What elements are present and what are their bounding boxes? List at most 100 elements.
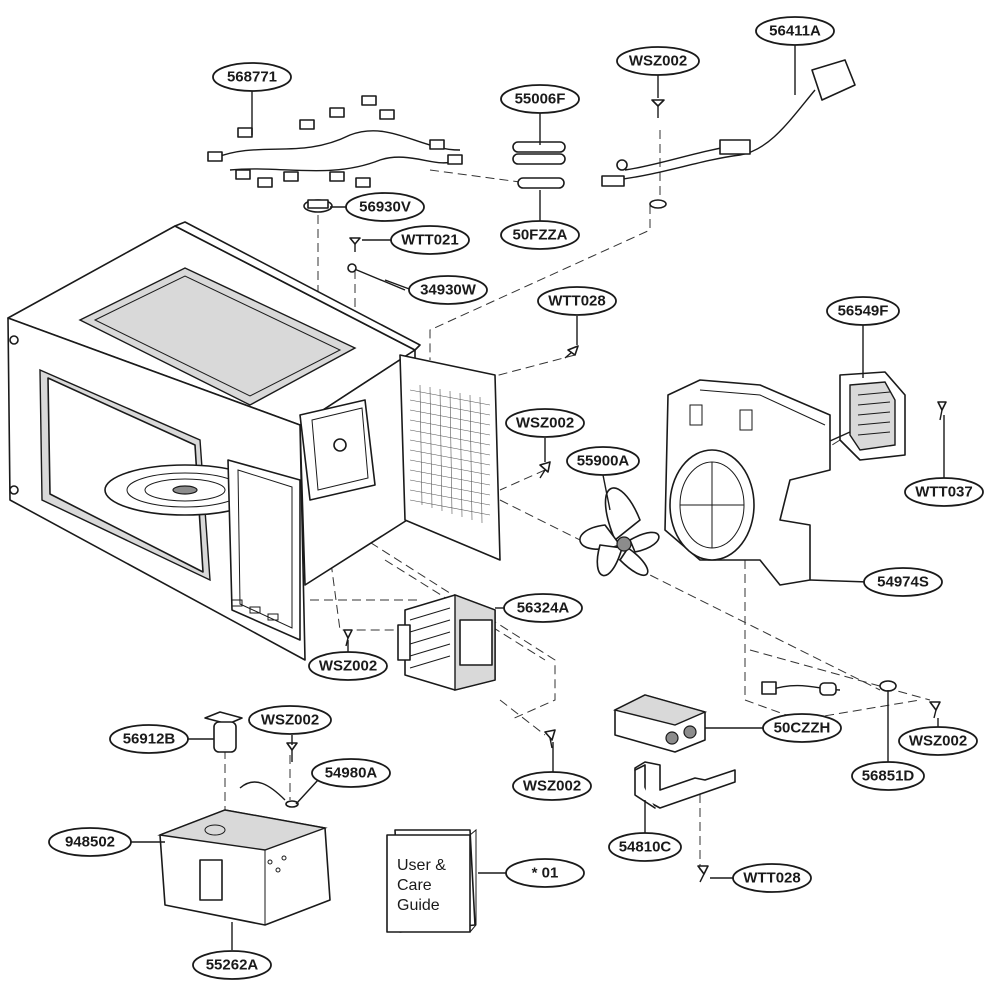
callout-oval <box>109 724 189 754</box>
callout-54980a: 54980A <box>311 758 391 788</box>
callout-wtt028-mid: WTT028 <box>537 286 617 316</box>
callout-55900a: 55900A <box>566 446 640 476</box>
callout-01: * 01 <box>505 858 585 888</box>
base-housing-948502 <box>157 809 331 926</box>
wire-harness-568771 <box>207 95 463 188</box>
callout-oval <box>308 651 388 681</box>
bracket-54810c <box>634 761 736 809</box>
callout-oval <box>863 567 943 597</box>
callout-oval <box>505 408 585 438</box>
callout-label: 56324A <box>517 600 570 617</box>
callout-oval <box>537 286 617 316</box>
fan-duct-54974s <box>664 379 831 586</box>
callout-label: WTT028 <box>743 870 801 887</box>
callout-oval <box>500 84 580 114</box>
callout-label: 56930V <box>359 199 411 216</box>
callout-oval <box>192 950 272 980</box>
callout-oval <box>505 858 585 888</box>
callout-label: 54980A <box>325 765 378 782</box>
callout-oval <box>311 758 391 788</box>
callout-wsz002-left: WSZ002 <box>308 651 388 681</box>
oven-cavity <box>7 221 501 661</box>
callout-34930w: 34930W <box>408 275 488 305</box>
callout-oval <box>826 296 900 326</box>
fan-motor-56549f <box>809 371 906 461</box>
callout-label: WSZ002 <box>319 658 377 675</box>
callout-label: 948502 <box>65 834 115 851</box>
callout-55262a: 55262A <box>192 950 272 980</box>
callout-56411a: 56411A <box>755 16 835 46</box>
callout-label: 56411A <box>769 23 821 40</box>
fan-blade-55900a <box>579 487 660 577</box>
callout-oval <box>345 192 425 222</box>
callout-label: WTT028 <box>548 293 606 310</box>
manual-title-line2: Care <box>397 877 432 894</box>
callout-wsz002-top: WSZ002 <box>616 46 700 76</box>
callout-948502: 948502 <box>48 827 132 857</box>
user-care-guide-book: User & Care Guide <box>386 828 477 933</box>
callout-label: 56549F <box>838 303 889 320</box>
callout-oval <box>566 446 640 476</box>
callout-oval <box>732 863 812 893</box>
callout-label: 50FZZA <box>512 227 567 244</box>
callout-oval <box>762 713 842 743</box>
callout-56549f: 56549F <box>826 296 900 326</box>
callout-50fzza: 50FZZA <box>500 220 580 250</box>
callout-label: WSZ002 <box>516 415 574 432</box>
callout-oval <box>503 593 583 623</box>
manual-title-line3: Guide <box>397 897 440 914</box>
callout-56912b: 56912B <box>109 724 189 754</box>
callout-50czzh: 50CZZH <box>762 713 842 743</box>
callout-label: WTT037 <box>915 484 973 501</box>
callout-54974s: 54974S <box>863 567 943 597</box>
callout-label: WSZ002 <box>523 778 581 795</box>
callout-oval <box>608 832 682 862</box>
callout-label: 54974S <box>877 574 929 591</box>
callout-oval <box>616 46 700 76</box>
callout-label: 50CZZH <box>774 720 831 737</box>
manual-title-line1: User & <box>397 857 446 874</box>
callout-oval <box>755 16 835 46</box>
callout-label: 55262A <box>206 957 259 974</box>
callout-label: WSZ002 <box>629 53 687 70</box>
callout-55006f: 55006F <box>500 84 580 114</box>
fuses <box>512 141 566 189</box>
callout-oval <box>248 705 332 735</box>
leader-lines <box>128 45 945 950</box>
capacitor-50czzh <box>612 694 708 753</box>
callout-label: 56912B <box>123 731 176 748</box>
callout-56851d: 56851D <box>851 761 925 791</box>
callout-wsz002-bottom: WSZ002 <box>248 705 332 735</box>
callout-oval <box>48 827 132 857</box>
thermostat-56930v <box>303 199 333 213</box>
callout-label: WSZ002 <box>909 733 967 750</box>
callout-label: WTT021 <box>401 232 459 249</box>
callout-oval <box>212 62 292 92</box>
callout-label: 55900A <box>577 453 630 470</box>
callout-oval <box>898 726 978 756</box>
callout-54810c: 54810C <box>608 832 682 862</box>
callout-label: * 01 <box>532 865 559 882</box>
callout-wsz002-right: WSZ002 <box>898 726 978 756</box>
callout-oval <box>408 275 488 305</box>
callout-label: 34930W <box>420 282 477 299</box>
callout-568771: 568771 <box>212 62 292 92</box>
callout-56930v: 56930V <box>345 192 425 222</box>
callout-56324a: 56324A <box>503 593 583 623</box>
screws <box>286 99 947 883</box>
callout-oval <box>390 225 470 255</box>
part-number-callouts: 568771 55006F WSZ002 56411A 56930V WTT021 50FZ… <box>48 16 984 980</box>
callout-wsz002-lower: WSZ002 <box>512 771 592 801</box>
callout-oval <box>512 771 592 801</box>
callout-wtt028-bottom: WTT028 <box>732 863 812 893</box>
callout-wtt037: WTT037 <box>904 477 984 507</box>
callout-label: 54810C <box>619 839 672 856</box>
callout-wtt021: WTT021 <box>390 225 470 255</box>
vent-grid <box>409 384 491 524</box>
callout-label: 56851D <box>862 768 915 785</box>
callout-oval <box>851 761 925 791</box>
callout-label: WSZ002 <box>261 712 319 729</box>
callout-label: 55006F <box>515 91 566 108</box>
